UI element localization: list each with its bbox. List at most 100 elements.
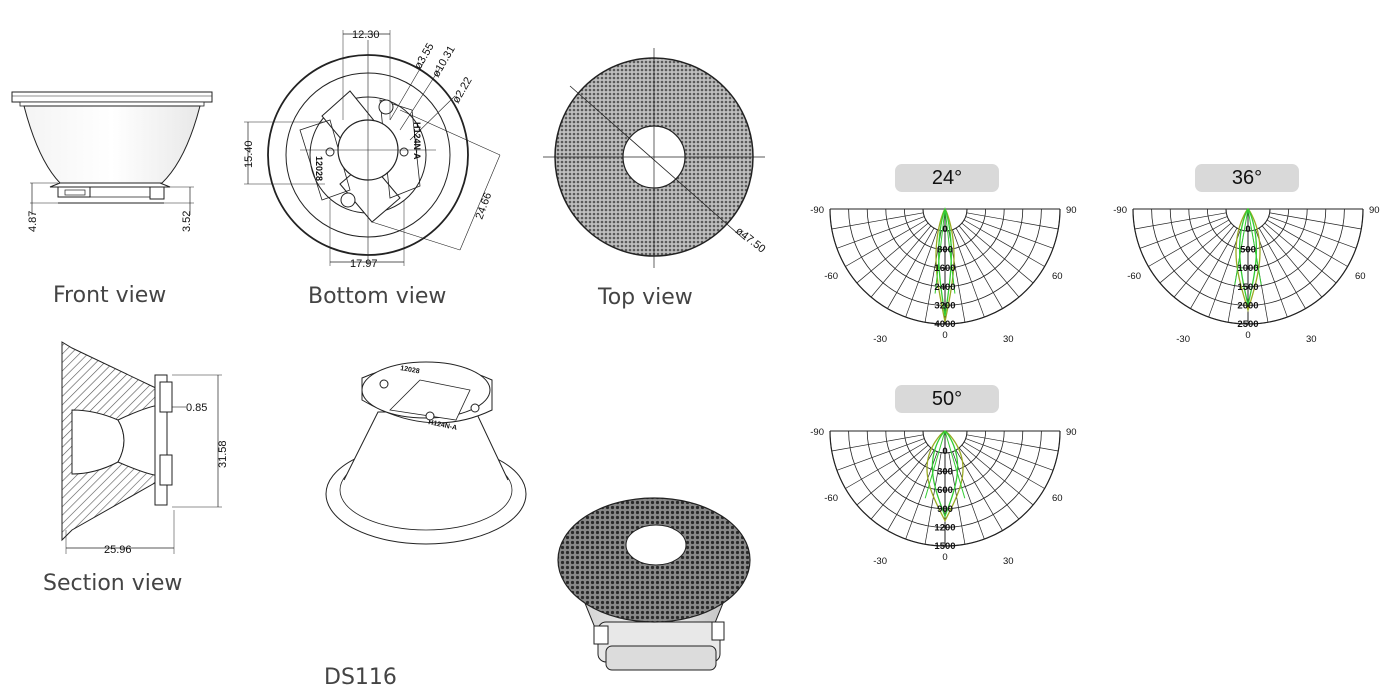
polar-ring-label: 4000 — [934, 319, 955, 330]
polar-title-24: 24° — [895, 164, 999, 192]
polar-angle-left: -90 — [810, 205, 824, 216]
polar-radial — [856, 444, 929, 506]
polar-beam-edges — [1234, 208, 1262, 285]
polar-title-36: 36° — [1195, 164, 1299, 192]
polar-radial — [1255, 229, 1288, 318]
bottom-dim-diag: 24.66 — [474, 191, 495, 221]
polar-ring-label: 3200 — [934, 300, 955, 311]
polar-ring-label: 900 — [937, 504, 953, 515]
polar-angle-l60: -60 — [824, 271, 838, 282]
polar-radial — [1134, 212, 1227, 230]
polar-radial — [955, 227, 1003, 309]
polar-ring-label: 1200 — [934, 522, 955, 533]
polar-radial — [845, 219, 927, 267]
section-dim-1: 0.85 — [186, 402, 207, 414]
polar-curve-olive — [926, 430, 964, 523]
bottom-mark-1: H124N-A — [412, 122, 422, 160]
polar-angle-l30: -30 — [873, 556, 887, 567]
polar-angle-r60: 60 — [1052, 271, 1063, 282]
polar-radial — [966, 212, 1059, 230]
bottom-view-drawing: 12.30 ø3.55 ø10.31 ø2.22 15.40 24.66 17.… — [243, 29, 501, 270]
polar-radial — [870, 225, 932, 298]
section-dim-width: 25.96 — [104, 544, 132, 556]
polar-ring-label: 1500 — [1237, 282, 1258, 293]
polar-radial — [1148, 219, 1230, 267]
polar-radial — [963, 219, 1045, 267]
polar-angle-left: -90 — [1113, 205, 1127, 216]
polar-radial — [948, 452, 966, 545]
polar-angle-left: -90 — [810, 427, 824, 438]
polar-angle-right: 90 — [1066, 205, 1077, 216]
polar-radial — [952, 229, 985, 318]
polar-angle-r60: 60 — [1355, 271, 1366, 282]
polar-beam-edges — [924, 430, 966, 499]
polar-ring-label: 1500 — [934, 541, 955, 552]
polar-radial — [961, 444, 1034, 506]
bottom-dim-height: 15.40 — [243, 140, 255, 168]
front-dim-left: 4.87 — [27, 211, 39, 232]
polar-radial — [887, 449, 935, 531]
polar-ring-label: 0 — [1245, 224, 1250, 235]
polar-ring-label: 300 — [937, 467, 953, 478]
polar-ring-label: 600 — [937, 485, 953, 496]
polar-radial — [831, 434, 924, 452]
top-view-drawing: ø47.50 — [543, 48, 768, 268]
bottom-view-label: Bottom view — [308, 284, 447, 309]
polar-angle-l30: -30 — [873, 334, 887, 345]
polar-title-50: 50° — [895, 385, 999, 413]
polar-angle-l30: -30 — [1176, 334, 1190, 345]
polar-angle-r30: 30 — [1003, 556, 1014, 567]
polar-radial — [966, 434, 1059, 452]
polar-ring-label: 0 — [942, 224, 947, 235]
polar-radial — [1159, 222, 1232, 284]
polar-radial — [1258, 227, 1306, 309]
polar-angle-r30: 30 — [1003, 334, 1014, 345]
polar-radial — [1264, 222, 1337, 284]
polar-radial — [1261, 225, 1323, 298]
polar-radial — [836, 438, 925, 471]
front-dim-right: 3.52 — [181, 211, 193, 232]
polar-radial — [958, 447, 1020, 520]
polar-radial — [1190, 227, 1238, 309]
polar-ring-label: 2400 — [934, 282, 955, 293]
polar-ring-label: 1600 — [934, 263, 955, 274]
polar-ring-label: 800 — [937, 245, 953, 256]
polar-ring-label: 0 — [942, 446, 947, 457]
polar-angle-zero: 0 — [1245, 330, 1250, 341]
polar-ring-label: 2000 — [1237, 300, 1258, 311]
polar-radial — [1269, 212, 1362, 230]
polar-angle-zero: 0 — [942, 330, 947, 341]
polar-ring-label: 1000 — [1237, 263, 1258, 274]
polar-curve-olive — [1235, 207, 1261, 313]
bottom-mark-2: 12028 — [314, 156, 324, 181]
polar-radial — [845, 441, 927, 489]
polar-radial — [1173, 225, 1235, 298]
polar-ring-label: 500 — [1240, 245, 1256, 256]
bottom-dim-top: 12.30 — [352, 29, 380, 41]
polar-radial — [831, 212, 924, 230]
polar-radial — [856, 222, 929, 284]
polar-radial — [965, 438, 1054, 471]
model-label: DS116 — [324, 665, 397, 690]
polar-angle-right: 90 — [1369, 205, 1380, 216]
isometric-bottom-render: 12028 H124N-A — [325, 361, 527, 545]
polar-beam-edges — [934, 208, 956, 294]
polar-angle-l60: -60 — [1127, 271, 1141, 282]
bottom-dim-width: 17.97 — [350, 258, 378, 270]
top-dim-dia: ø47.50 — [733, 225, 767, 256]
polar-angle-right: 90 — [1066, 427, 1077, 438]
polar-radial — [965, 216, 1054, 249]
polar-radial — [836, 216, 925, 249]
polar-angle-zero: 0 — [942, 552, 947, 563]
polar-radial — [1268, 216, 1357, 249]
polar-radial — [958, 225, 1020, 298]
polar-radial — [905, 229, 938, 318]
front-view-drawing: 4.87 3.52 — [11, 91, 213, 232]
front-view-label: Front view — [53, 283, 167, 308]
polar-radial — [963, 441, 1045, 489]
polar-angle-l60: -60 — [824, 493, 838, 504]
bottom-dim-dia2: ø2.22 — [450, 75, 474, 105]
polar-angle-r60: 60 — [1052, 493, 1063, 504]
polar-plot-24: 0 800 1600 2400 3200 4000 -90 90 -60 60 -30 30 0 — [810, 205, 1077, 345]
